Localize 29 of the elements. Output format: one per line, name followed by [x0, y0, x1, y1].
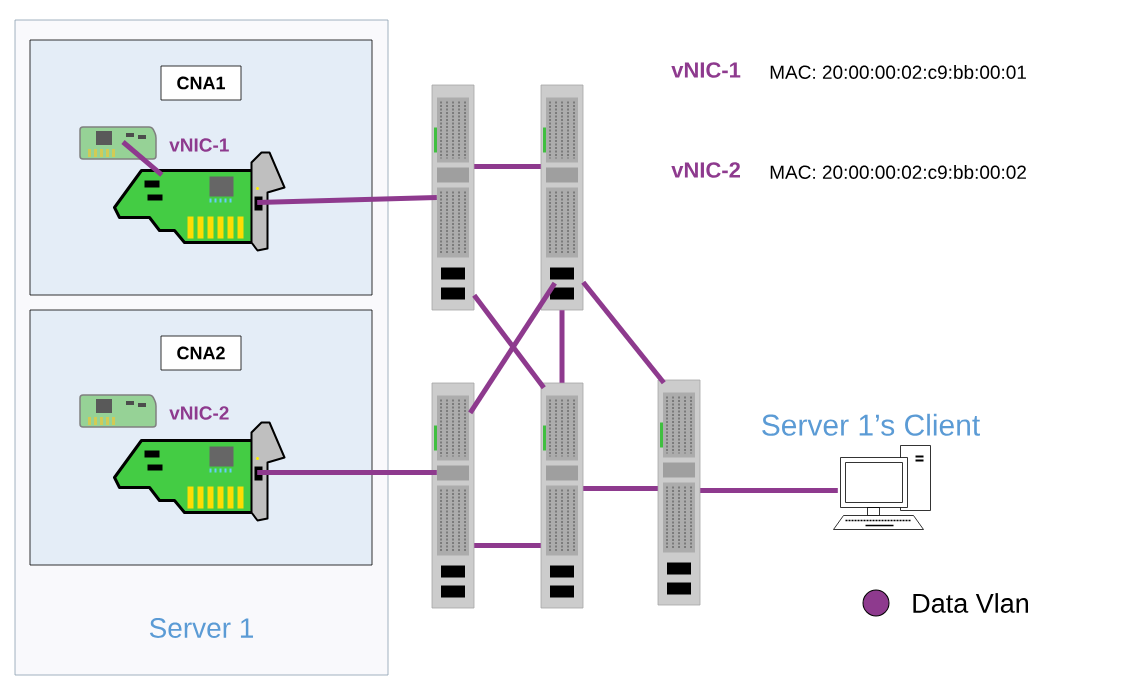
connector-line [472, 293, 546, 390]
network-switch-drawing [431, 84, 475, 311]
port-label: vNIC-2 [169, 406, 229, 420]
connector-line [474, 164, 541, 169]
mac-address: MAC: 20:00:00:02:c9:bb:00:02 [770, 165, 1026, 179]
adapter-label: CNA2 [160, 335, 242, 371]
network-switch-drawing [657, 379, 701, 606]
connector-line [474, 543, 541, 548]
mac-address: MAC: 20:00:00:02:c9:bb:00:01 [770, 65, 1026, 79]
network-switch-drawing [540, 84, 584, 311]
connector-line [583, 486, 658, 491]
connector-line [700, 488, 838, 493]
network-switch-drawing [540, 382, 584, 609]
connector-line [581, 280, 666, 385]
network-switch-drawing [431, 382, 475, 609]
client-label: Server 1’s Client [762, 413, 980, 436]
network-card-drawing [113, 151, 286, 252]
connector-line [559, 310, 565, 383]
adapter-label: CNA1 [160, 65, 242, 101]
port-label: vNIC-1 [169, 138, 229, 152]
server-label: Server 1 [149, 618, 253, 638]
port-name: vNIC-2 [671, 162, 740, 178]
network-card-drawing [113, 421, 286, 522]
port-name: vNIC-1 [671, 62, 741, 78]
connector-line [121, 140, 164, 177]
connector-line [257, 470, 437, 475]
legend-label: Data Vlan [913, 593, 1028, 613]
connector-line [468, 281, 557, 415]
connector-line [257, 195, 437, 205]
